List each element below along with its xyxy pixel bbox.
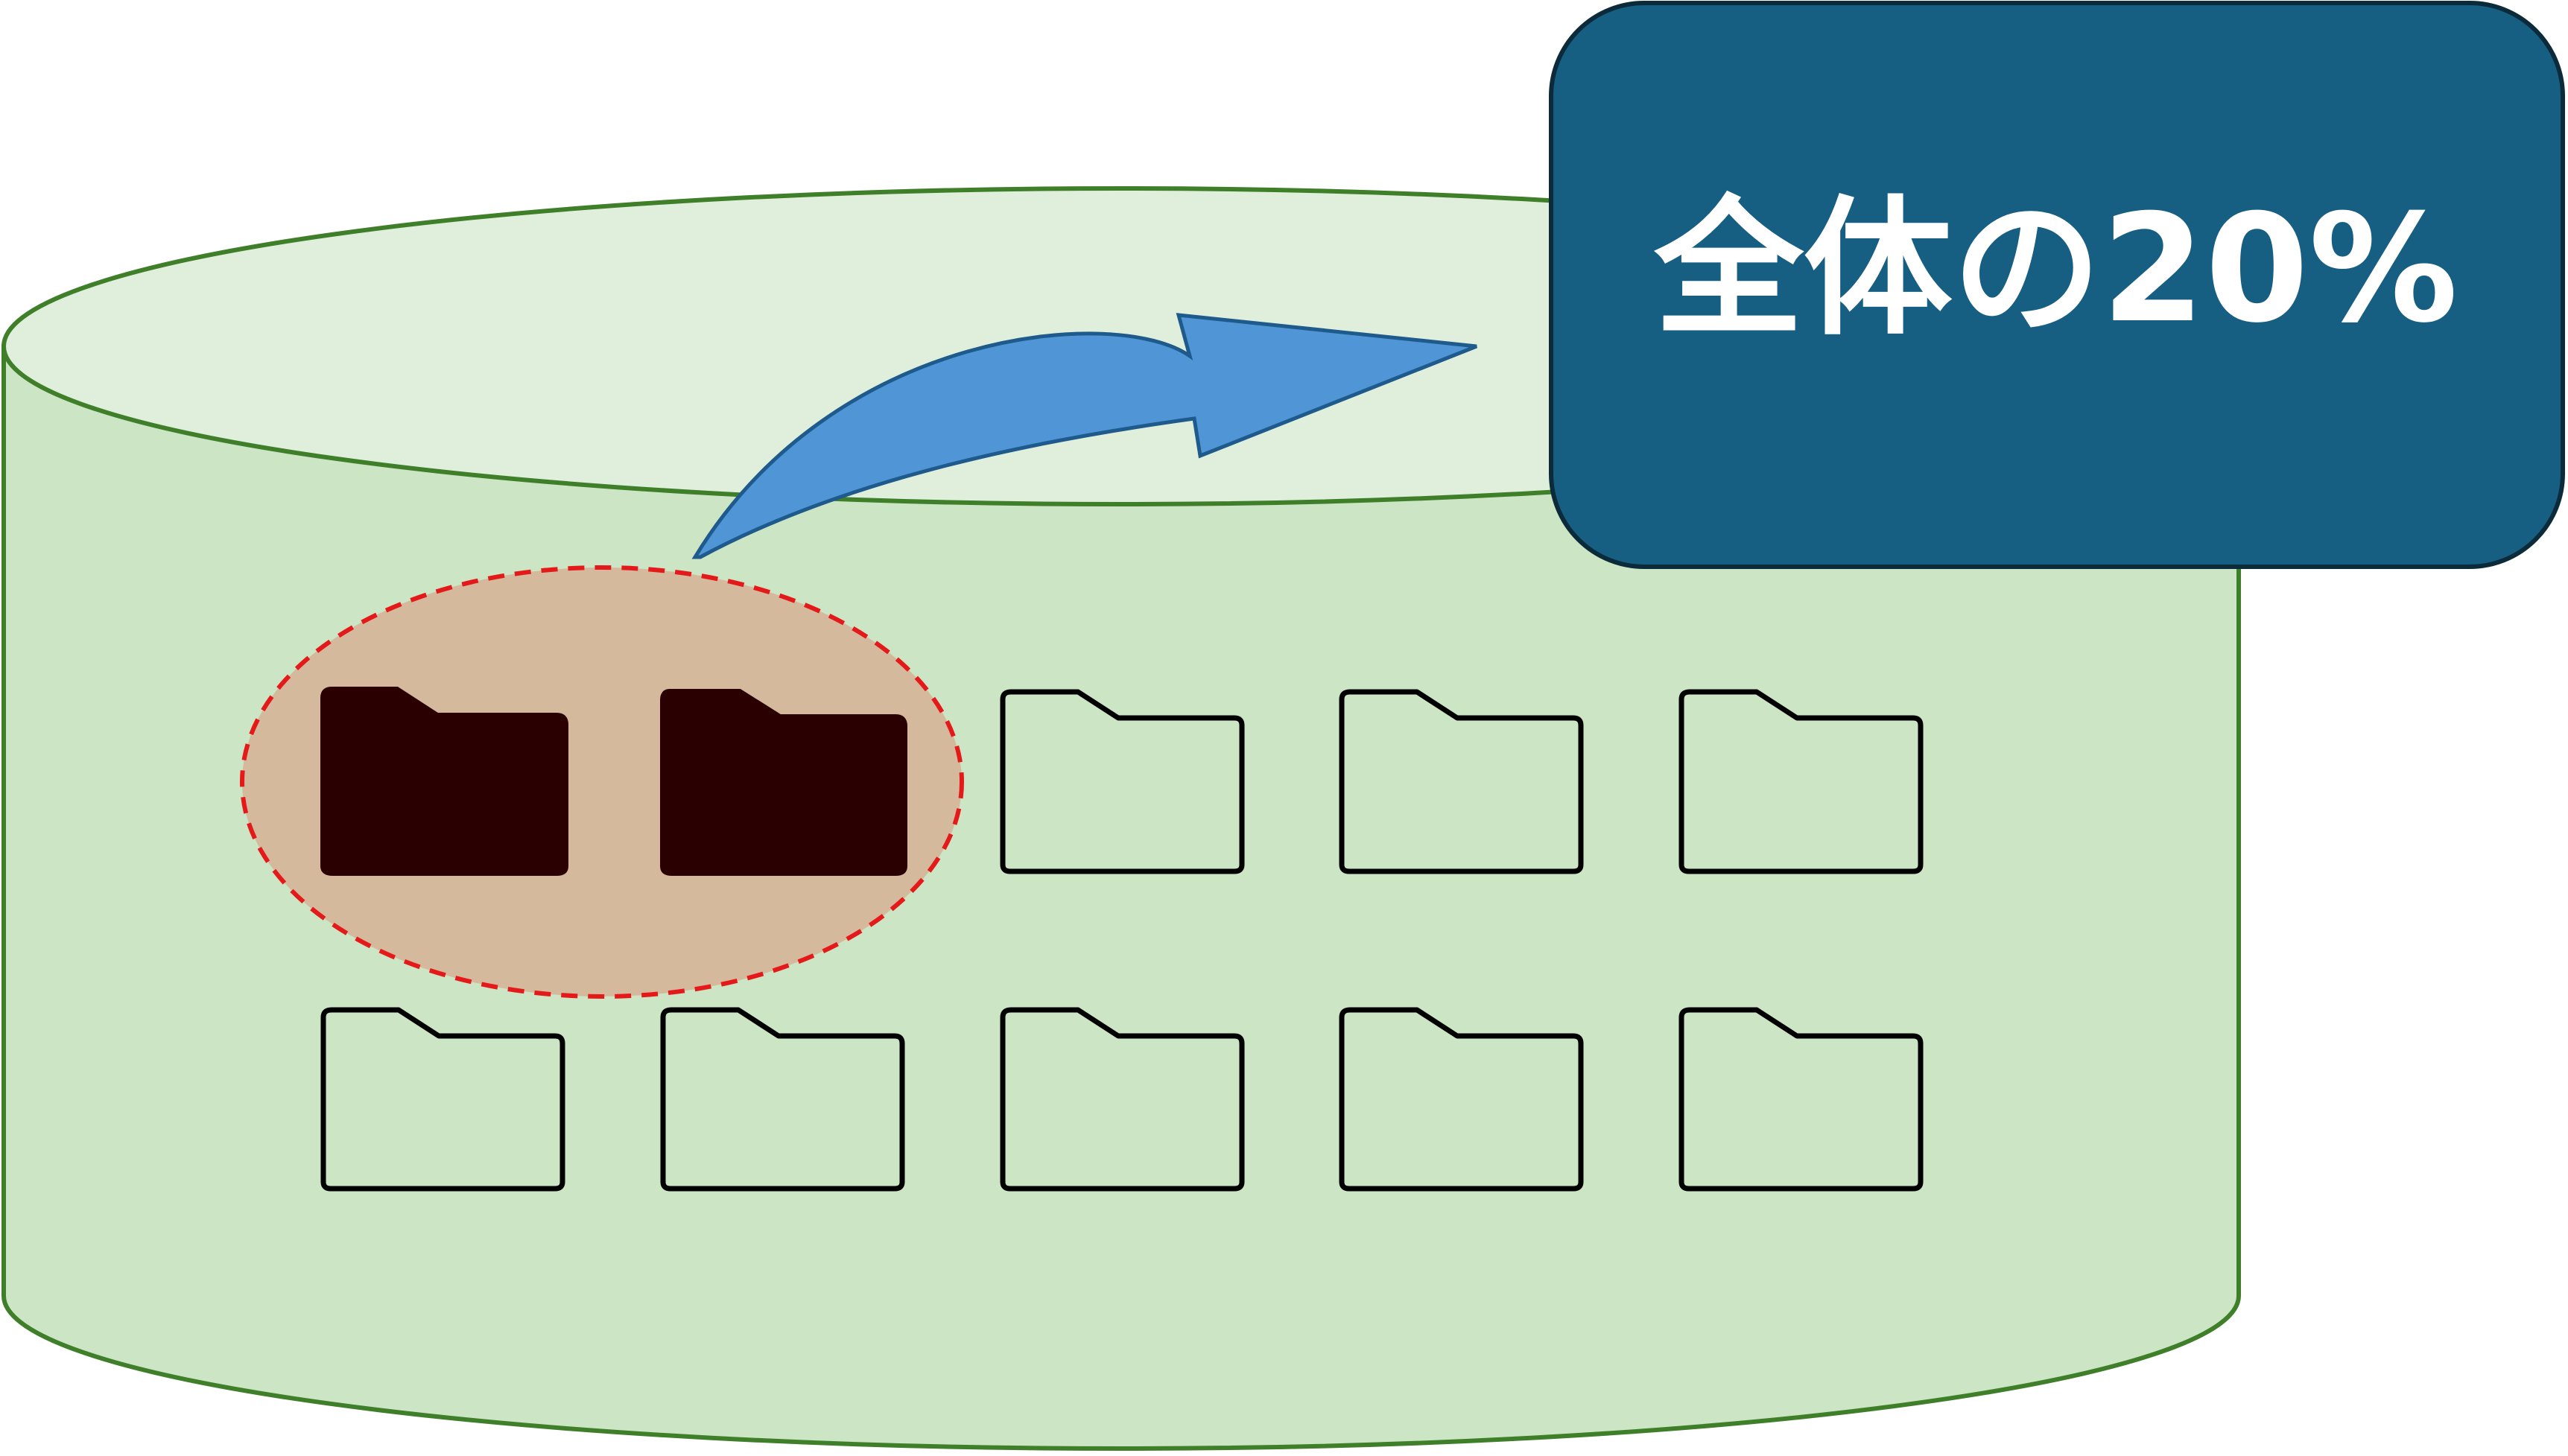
highlight-region: [240, 565, 964, 999]
folder-icon-outline: [1339, 689, 1584, 874]
folder-icon-outline: [1000, 1007, 1245, 1192]
callout: 全体の20%: [1549, 1, 2565, 569]
folder-icon-filled: [660, 689, 907, 876]
callout-label: 全体の20%: [1654, 182, 2458, 356]
callout-box: [1549, 1, 2565, 569]
folder-icon-outline: [320, 1007, 565, 1192]
folder-icon-filled: [320, 687, 568, 876]
folder-icon-outline: [1678, 1007, 1924, 1192]
folder-icon-outline: [660, 1007, 905, 1192]
folder-icon-outline: [1000, 689, 1245, 874]
curved-arrow: [691, 313, 1477, 559]
folder-icon-outline: [1339, 1007, 1584, 1192]
folder-icon-outline: [1678, 689, 1924, 874]
folder-grid: [320, 687, 1924, 1192]
